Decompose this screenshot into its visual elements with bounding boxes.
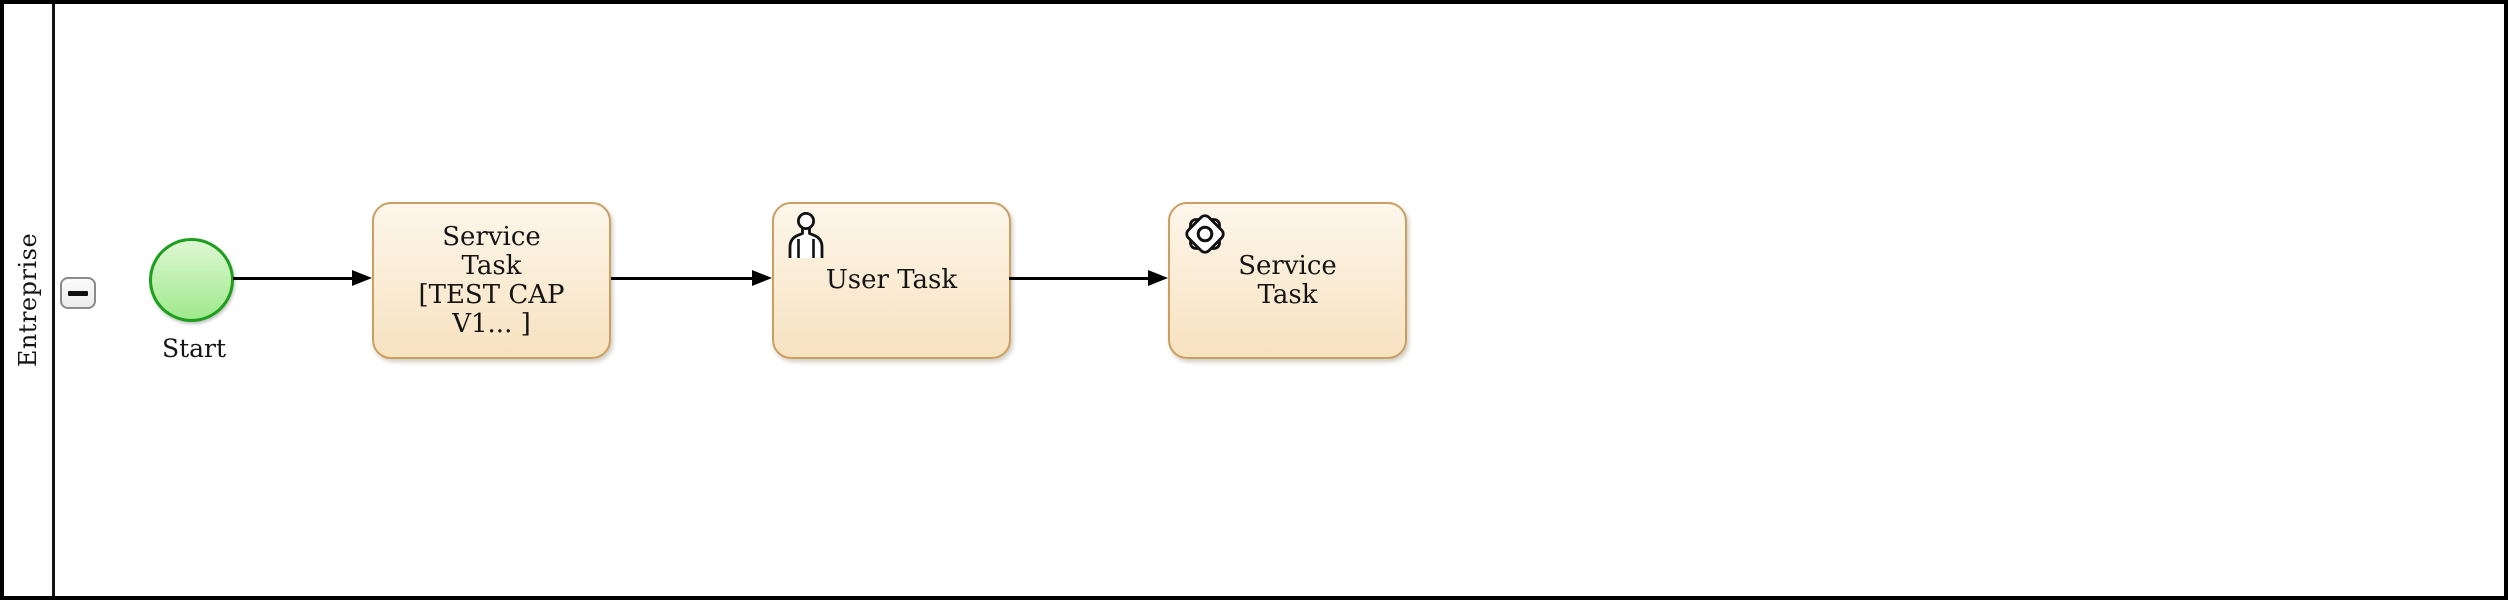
service-task-1[interactable]: Service Task [TEST CAP V1... ] [372,202,611,359]
lane-header[interactable]: Entreprise [4,4,55,596]
task-label-line: Task [461,250,522,281]
user-icon [788,212,824,258]
user-task[interactable]: User Task [772,202,1011,359]
arrowhead-icon [752,270,772,286]
arrowhead-icon [1148,270,1168,286]
task-label-line: Service [1238,250,1337,281]
task-label-line: Task [1257,279,1318,310]
service-task-2[interactable]: Service Task [1168,202,1407,359]
task-label: Service Task [1238,250,1337,310]
minus-icon [68,290,88,296]
flow-line [611,277,752,280]
start-event-label: Start [161,334,227,363]
task-label-line: [TEST CAP [418,279,565,310]
collapse-button[interactable] [60,277,96,309]
task-label: User Task [825,265,958,295]
arrowhead-icon [352,270,372,286]
task-label: Service Task [TEST CAP V1... ] [418,221,565,339]
start-event[interactable] [149,238,234,322]
task-label-line: V1... ] [452,308,531,339]
task-label-line: Service [442,221,541,252]
gear-icon [1185,214,1225,254]
flow-line [1009,277,1148,280]
flow-line [233,277,353,280]
lane-label: Entreprise [14,232,42,368]
